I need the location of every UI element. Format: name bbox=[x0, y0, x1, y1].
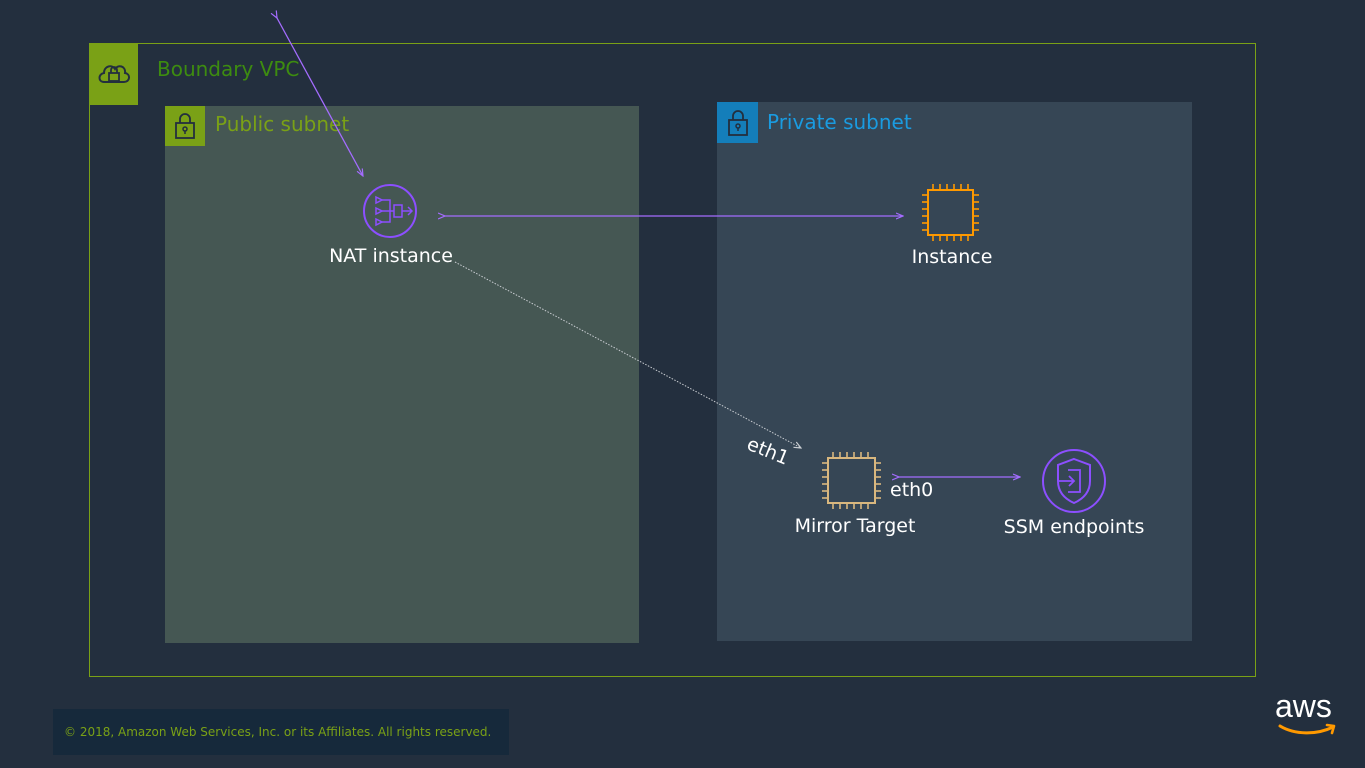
internet-to-nat-connector bbox=[277, 18, 363, 176]
public-subnet-container bbox=[165, 106, 639, 643]
aws-smile-icon bbox=[1278, 723, 1336, 735]
nat-to-mirror-connector bbox=[454, 261, 801, 448]
nat-gateway-icon[interactable] bbox=[363, 184, 417, 238]
vpc-cloud-lock-icon bbox=[89, 43, 138, 105]
private-subnet-container bbox=[717, 102, 1192, 641]
private-subnet-lock-icon bbox=[717, 102, 758, 143]
mirror-target-chip-icon[interactable] bbox=[822, 452, 881, 509]
aws-logo: aws bbox=[1275, 690, 1341, 742]
ssm-endpoint-shield-icon[interactable] bbox=[1042, 449, 1106, 513]
private-subnet-label: Private subnet bbox=[767, 110, 912, 134]
copyright-text: © 2018, Amazon Web Services, Inc. or its… bbox=[64, 725, 492, 739]
instance-label: Instance bbox=[911, 246, 993, 268]
mirror-target-label: Mirror Target bbox=[794, 515, 916, 537]
ec2-instance-icon[interactable] bbox=[922, 184, 979, 241]
public-subnet-lock-icon bbox=[165, 106, 205, 146]
eth0-label: eth0 bbox=[890, 479, 934, 501]
boundary-vpc-container bbox=[89, 43, 1256, 677]
ssm-endpoints-label: SSM endpoints bbox=[1003, 516, 1145, 538]
copyright-footer: © 2018, Amazon Web Services, Inc. or its… bbox=[53, 709, 509, 755]
nat-instance-label: NAT instance bbox=[329, 245, 453, 267]
aws-logo-text: aws bbox=[1275, 688, 1332, 724]
